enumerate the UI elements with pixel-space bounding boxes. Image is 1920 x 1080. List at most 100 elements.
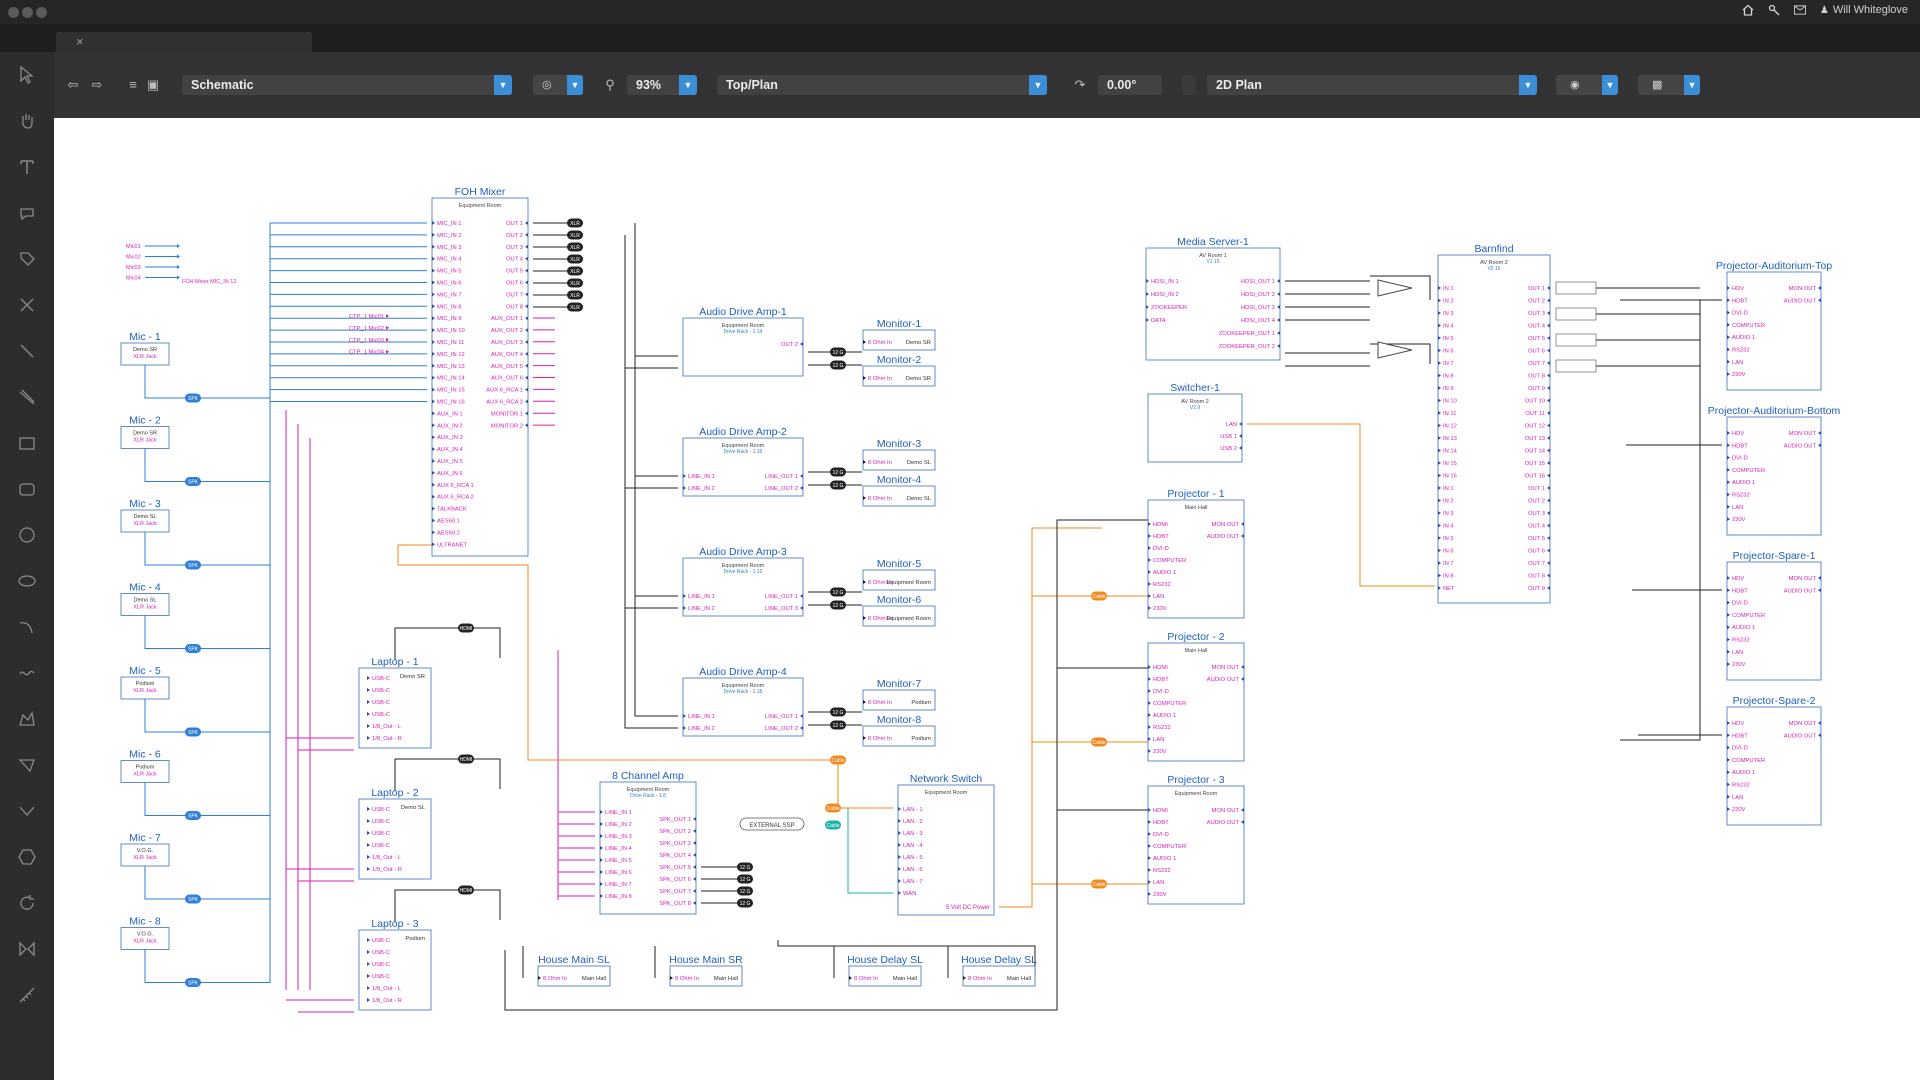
- fold-icon[interactable]: [16, 800, 38, 822]
- port-label[interactable]: DVI-D: [1732, 456, 1748, 462]
- port-label[interactable]: HDBT: [1153, 677, 1169, 683]
- port-marker[interactable]: [432, 244, 435, 249]
- device-location[interactable]: Equipment Room: [1175, 791, 1218, 797]
- port-marker[interactable]: [432, 542, 435, 547]
- device-title[interactable]: Laptop - 2: [371, 787, 418, 799]
- port-marker[interactable]: [525, 256, 528, 261]
- port-marker[interactable]: [1438, 461, 1441, 465]
- device-box[interactable]: [682, 557, 804, 617]
- port-label[interactable]: 8 Ohm In: [675, 976, 699, 982]
- device-title[interactable]: Mic - 5: [129, 665, 161, 677]
- port-label[interactable]: 8 Ohm In: [868, 460, 892, 466]
- device-box[interactable]: [682, 317, 804, 377]
- port-marker[interactable]: [1146, 318, 1149, 322]
- port-label[interactable]: IN 9: [1443, 386, 1454, 392]
- port-label[interactable]: AUX_OUT 6: [491, 376, 523, 382]
- port-marker[interactable]: [1148, 522, 1151, 526]
- port-marker[interactable]: [432, 482, 435, 487]
- device-title[interactable]: Projector-Auditorium-Bottom: [1708, 405, 1841, 417]
- port-label[interactable]: MIC_IN 8: [437, 304, 461, 310]
- device-location[interactable]: Equipment Room: [722, 323, 765, 329]
- aux-projector-device[interactable]: Projector-Spare-2HDVHDBTDVI-DCOMPUTERAUD…: [1726, 695, 1822, 826]
- port-marker[interactable]: [693, 901, 696, 905]
- port-label[interactable]: LINE_OUT 1: [765, 594, 798, 600]
- device-title[interactable]: Laptop - 3: [371, 918, 418, 930]
- port-marker[interactable]: [1547, 548, 1550, 553]
- port-marker[interactable]: [367, 724, 370, 728]
- port-label[interactable]: OUT 8: [1528, 574, 1545, 580]
- port-label[interactable]: LINE_OUT 1: [765, 474, 798, 480]
- port-label[interactable]: 1/8_Out - R: [372, 998, 402, 1004]
- port-marker[interactable]: [1547, 411, 1550, 415]
- port-label[interactable]: OUT 6: [1528, 549, 1545, 555]
- port-label[interactable]: AUX_IN 3: [437, 435, 463, 441]
- port-marker[interactable]: [683, 474, 686, 478]
- port-marker[interactable]: [863, 700, 866, 704]
- port-marker[interactable]: [432, 304, 435, 309]
- port-marker[interactable]: [683, 714, 686, 718]
- device-location[interactable]: Equipment Room: [459, 203, 502, 209]
- port-label[interactable]: IN 8: [1443, 374, 1454, 380]
- port-label[interactable]: IN 5: [1443, 536, 1454, 542]
- port-label[interactable]: RS232: [1153, 725, 1171, 731]
- device-box[interactable]: [682, 677, 804, 737]
- port-label[interactable]: USB-C: [372, 676, 390, 682]
- port-marker[interactable]: [1547, 461, 1550, 465]
- hexagon-icon[interactable]: [16, 846, 38, 868]
- port-label[interactable]: MON OUT: [1212, 808, 1240, 814]
- port-marker[interactable]: [1239, 422, 1242, 426]
- port-label[interactable]: OUT 2: [1528, 299, 1545, 305]
- port-label[interactable]: MIC_IN 14: [437, 376, 465, 382]
- port-label[interactable]: USB-C: [372, 700, 390, 706]
- port-marker[interactable]: [432, 411, 435, 416]
- port-label[interactable]: IN 2: [1443, 299, 1454, 305]
- port-label[interactable]: AUX_IN 5: [437, 459, 463, 465]
- port-label[interactable]: IN 15: [1443, 461, 1457, 467]
- port-label[interactable]: 8 Ohm In: [868, 376, 892, 382]
- port-marker[interactable]: [693, 817, 696, 821]
- port-marker[interactable]: [525, 221, 528, 225]
- view-mode-dropdown[interactable]: Schematic▼: [182, 75, 512, 95]
- port-marker[interactable]: [1148, 701, 1151, 705]
- port-label[interactable]: COMPUTER: [1732, 758, 1765, 764]
- port-marker[interactable]: [432, 221, 435, 225]
- port-marker[interactable]: [898, 891, 901, 895]
- port-label[interactable]: WAN: [903, 891, 916, 897]
- device-box[interactable]: [1726, 561, 1822, 681]
- port-label[interactable]: SPK_OUT 6: [659, 877, 691, 883]
- port-marker[interactable]: [525, 340, 528, 344]
- port-label[interactable]: HDBT: [1732, 588, 1748, 594]
- port-label[interactable]: AES50 1: [437, 519, 460, 525]
- port-marker[interactable]: [1727, 600, 1730, 605]
- rectangle-icon[interactable]: [16, 432, 38, 454]
- port-marker[interactable]: [386, 349, 389, 354]
- device-box[interactable]: [120, 843, 170, 867]
- port-label[interactable]: AUDIO OUT: [1207, 677, 1240, 683]
- port-marker[interactable]: [1239, 446, 1242, 450]
- aux-projector-device[interactable]: Projector-Spare-1HDVHDBTDVI-DCOMPUTERAUD…: [1726, 550, 1822, 681]
- port-marker[interactable]: [1438, 373, 1441, 378]
- port-marker[interactable]: [432, 280, 435, 285]
- port-marker[interactable]: [1148, 892, 1151, 896]
- port-label[interactable]: LAN: [1732, 795, 1743, 801]
- port-marker[interactable]: [800, 474, 803, 478]
- port-marker[interactable]: [367, 676, 370, 680]
- port-label[interactable]: DATA: [1151, 318, 1166, 324]
- port-marker[interactable]: [1148, 725, 1151, 729]
- port-label[interactable]: AUX_IN 4: [437, 447, 464, 453]
- port-label[interactable]: LINE_IN 8: [605, 894, 632, 900]
- device-title[interactable]: Mic - 2: [129, 415, 161, 427]
- port-label[interactable]: 1/8_Out - L: [372, 724, 402, 730]
- port-marker[interactable]: [1438, 398, 1441, 403]
- rounded-rect-icon[interactable]: [16, 478, 38, 500]
- port-label[interactable]: OUT 8: [1528, 374, 1545, 380]
- port-label[interactable]: OUT 1: [1528, 486, 1545, 492]
- port-label[interactable]: 8 Ohm In: [968, 976, 992, 982]
- port-marker[interactable]: [1727, 335, 1730, 340]
- device-box[interactable]: [120, 342, 170, 366]
